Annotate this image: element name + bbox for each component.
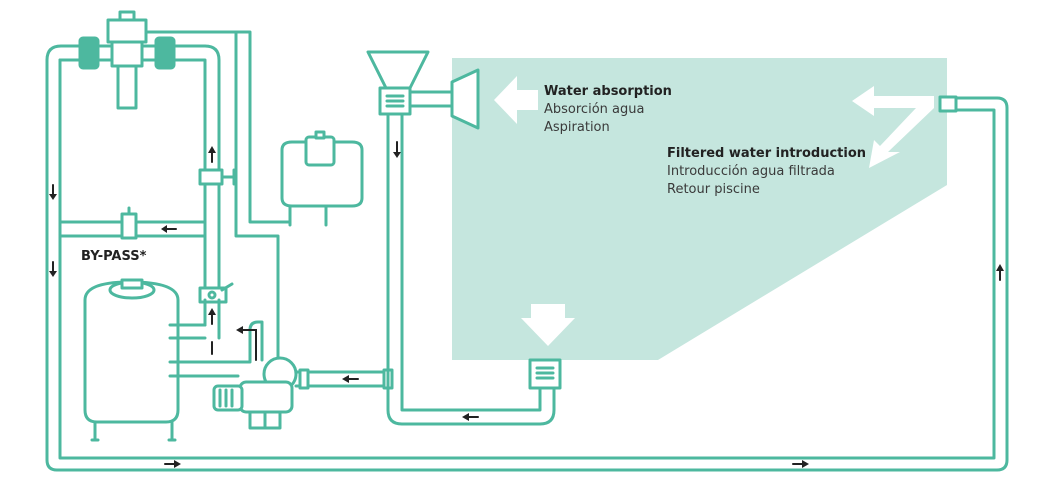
water-absorption-es: Absorción agua bbox=[544, 102, 645, 117]
water-absorption-label: Water absorption Absorción agua Aspirati… bbox=[544, 83, 672, 137]
skimmer-mouth bbox=[450, 68, 480, 130]
sand-filter bbox=[83, 280, 180, 424]
coupling-right bbox=[154, 36, 176, 70]
valve-upper bbox=[198, 168, 224, 186]
pool-basin bbox=[452, 58, 947, 360]
water-absorption-arrow-icon bbox=[494, 76, 538, 124]
arrow-icon-down-skimmer bbox=[393, 141, 401, 158]
filtered-water-label: Filtered water introduction Introducción… bbox=[667, 145, 866, 199]
filter-inlet-pipe bbox=[168, 323, 207, 340]
return-inlet bbox=[938, 95, 958, 113]
arrow-icon-left-bypass bbox=[161, 225, 177, 233]
arrow-icon-up-valve bbox=[208, 146, 216, 163]
arrow-icon-up-lower bbox=[208, 308, 216, 325]
skimmer-funnel bbox=[366, 50, 430, 90]
arrow-icon-right-bottom-2 bbox=[792, 460, 809, 468]
suction-pipe bbox=[294, 370, 390, 388]
top-header-pipe bbox=[45, 44, 82, 62]
arrow-icon-down-left-1 bbox=[49, 184, 57, 200]
balance-tank bbox=[280, 140, 364, 208]
water-absorption-title: Water absorption bbox=[544, 84, 672, 99]
arrow-icon-elbow bbox=[236, 326, 257, 361]
arrow-icon-left-suction bbox=[342, 375, 359, 383]
coupling-left bbox=[78, 36, 100, 70]
filtered-water-title: Filtered water introduction bbox=[667, 146, 867, 161]
bypass-valve bbox=[120, 212, 138, 240]
pump-body bbox=[238, 380, 294, 414]
water-absorption-fr: Aspiration bbox=[544, 120, 610, 135]
filtered-water-arrow-icon bbox=[852, 86, 934, 168]
dosing-unit bbox=[106, 18, 148, 44]
arrow-icon-down-left-2 bbox=[49, 261, 57, 277]
main-return-pipe bbox=[45, 58, 1009, 472]
arrow-icon-right-bottom-1 bbox=[164, 460, 181, 468]
filtered-water-fr: Retour piscine bbox=[667, 182, 760, 197]
valve-lower bbox=[198, 286, 228, 304]
pump-motor bbox=[212, 384, 244, 412]
bypass-label: BY-PASS* bbox=[81, 249, 147, 264]
pool-drain-arrow-icon bbox=[521, 304, 575, 346]
arrow-icon-left-drain bbox=[462, 413, 479, 421]
arrow-icon-up-right bbox=[996, 264, 1004, 281]
filtered-water-es: Introducción agua filtrada bbox=[667, 164, 835, 179]
